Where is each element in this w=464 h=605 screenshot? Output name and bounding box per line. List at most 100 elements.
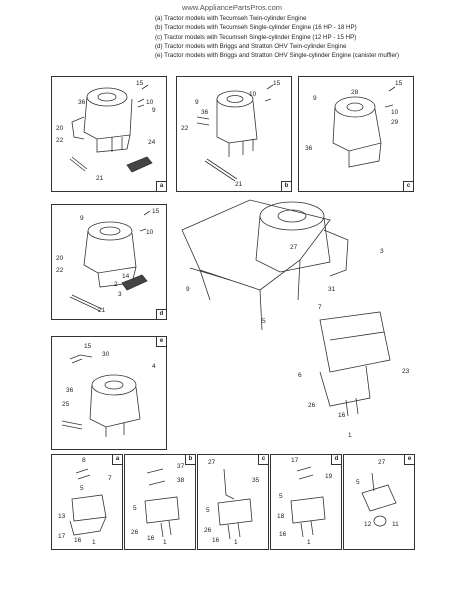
callout-1: 1 xyxy=(234,539,238,546)
callout-5: 5 xyxy=(262,318,266,325)
callout-16: 16 xyxy=(338,412,346,419)
callout-22: 22 xyxy=(56,267,64,274)
legend-a: (a) Tractor models with Tecumseh Twin-cy… xyxy=(155,15,307,22)
panel-tag: b xyxy=(185,455,195,465)
panel-b-single-16-18: 15 9 10 36 22 21 b xyxy=(176,76,292,192)
callout-35: 35 xyxy=(252,477,260,484)
callout-15: 15 xyxy=(273,80,281,87)
callout-16: 16 xyxy=(212,537,220,544)
callout-10: 10 xyxy=(391,109,399,116)
panel-tag: a xyxy=(112,455,122,465)
callout-5: 5 xyxy=(206,507,210,514)
callout-26: 26 xyxy=(131,529,139,536)
callout-12: 12 xyxy=(364,521,372,528)
callout-21: 21 xyxy=(98,307,106,314)
engine-d-drawing xyxy=(69,210,151,312)
callout-18: 18 xyxy=(277,513,285,520)
callout-29: 29 xyxy=(391,119,399,126)
legend-d: (d) Tractor models with Briggs and Strat… xyxy=(155,42,347,50)
callout-17: 17 xyxy=(291,457,299,464)
panel-tag: d xyxy=(331,455,341,465)
callout-5: 5 xyxy=(133,505,137,512)
panel-muffler-e: 27 5 12 11 e xyxy=(343,454,415,550)
engine-e-drawing xyxy=(61,354,141,437)
callout-9: 9 xyxy=(313,95,317,102)
callout-16: 16 xyxy=(147,535,155,542)
callout-10: 10 xyxy=(146,229,154,236)
callout-15: 15 xyxy=(136,80,144,87)
callout-8: 8 xyxy=(82,457,86,464)
callout-26: 26 xyxy=(204,527,212,534)
callout-22: 22 xyxy=(181,125,189,132)
callout-1: 1 xyxy=(307,539,311,546)
legend-e: (e) Tractor models with Briggs and Strat… xyxy=(155,52,400,60)
callout-9: 9 xyxy=(152,107,156,114)
callout-4: 4 xyxy=(152,363,156,370)
callout-7: 7 xyxy=(318,304,322,311)
callout-2: 2 xyxy=(114,281,118,288)
panel-muffler-c: 27 35 5 26 16 1 c xyxy=(197,454,269,550)
callout-14: 14 xyxy=(122,273,130,280)
panel-e-bs-single: 15 30 4 36 25 e xyxy=(51,336,167,450)
callout-36: 36 xyxy=(201,109,209,116)
callout-3: 3 xyxy=(118,291,122,298)
callout-5: 5 xyxy=(80,485,84,492)
panel-c-single-12-15: 15 9 28 10 29 36 c xyxy=(298,76,414,192)
engine-c-drawing xyxy=(332,86,396,168)
callout-36: 36 xyxy=(305,145,313,152)
callout-36: 36 xyxy=(78,99,86,106)
callout-23: 23 xyxy=(402,368,410,375)
watermark: www.AppliancePartsPros.com xyxy=(181,3,283,12)
panel-tag: b xyxy=(281,181,291,191)
callout-1: 1 xyxy=(348,432,352,439)
panel-tag: c xyxy=(403,181,413,191)
callout-16: 16 xyxy=(74,537,82,544)
callout-21: 21 xyxy=(96,175,104,182)
callout-27: 27 xyxy=(208,459,216,466)
muffler-c-drawing xyxy=(217,468,253,540)
panel-muffler-b: 37 38 5 26 16 1 b xyxy=(124,454,196,550)
callout-6: 6 xyxy=(298,372,302,379)
panel-tag: e xyxy=(404,455,414,465)
callout-20: 20 xyxy=(56,125,64,132)
callout-9: 9 xyxy=(195,99,199,106)
callout-5: 5 xyxy=(279,493,283,500)
callout-1: 1 xyxy=(163,539,167,546)
callout-9: 9 xyxy=(186,286,190,293)
callout-19: 19 xyxy=(325,473,333,480)
engine-legend: (a) Tractor models with Tecumseh Twin-cy… xyxy=(155,14,399,60)
muffler-e-drawing xyxy=(361,472,397,527)
callout-9: 9 xyxy=(80,215,84,222)
callout-1: 1 xyxy=(92,539,96,546)
callout-15: 15 xyxy=(84,343,92,350)
muffler-d-drawing xyxy=(290,466,326,538)
panel-tag: a xyxy=(156,181,166,191)
callout-11: 11 xyxy=(392,521,399,528)
callout-22: 22 xyxy=(56,137,64,144)
callout-30: 30 xyxy=(102,351,110,358)
engine-b-drawing xyxy=(196,84,274,182)
muffler-b-drawing xyxy=(144,468,180,538)
panel-tag: d xyxy=(156,309,166,319)
muffler-a-drawing xyxy=(69,468,107,536)
callout-37: 37 xyxy=(177,463,185,470)
callout-15: 15 xyxy=(395,80,403,87)
legend-b: (b) Tractor models with Tecumseh Single-… xyxy=(155,24,357,32)
callout-31: 31 xyxy=(328,286,336,293)
callout-16: 16 xyxy=(279,531,287,538)
callout-28: 28 xyxy=(351,89,359,96)
callout-24: 24 xyxy=(148,139,156,146)
callout-7: 7 xyxy=(108,475,112,482)
callout-10: 10 xyxy=(249,91,257,98)
callout-10: 10 xyxy=(146,99,154,106)
callout-36: 36 xyxy=(66,387,74,394)
callout-26: 26 xyxy=(308,402,316,409)
engine-a-drawing xyxy=(69,84,153,173)
callout-27: 27 xyxy=(378,459,386,466)
callout-17: 17 xyxy=(58,533,66,540)
panel-d-bs-twin: 15 9 10 20 22 14 2 3 21 d xyxy=(51,204,167,320)
callout-27: 27 xyxy=(290,244,298,251)
callout-3: 3 xyxy=(380,248,384,255)
